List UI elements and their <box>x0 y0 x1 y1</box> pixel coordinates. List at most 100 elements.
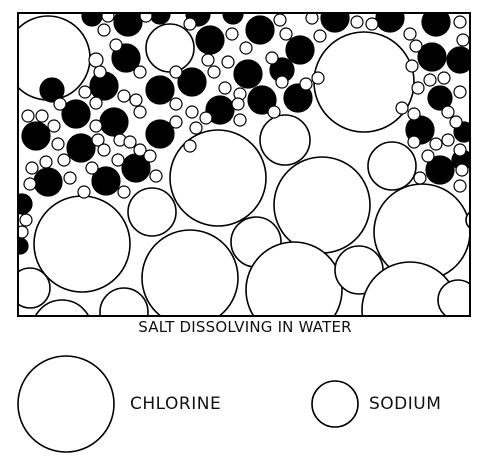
water-molecule <box>123 135 137 149</box>
water-molecule <box>429 137 443 151</box>
chlorine-ion <box>169 129 267 227</box>
water-molecule <box>231 97 245 111</box>
water-molecule <box>57 153 71 167</box>
water-molecule <box>441 105 455 119</box>
water-molecule <box>169 115 183 129</box>
water-molecule <box>218 81 232 95</box>
water-molecule <box>149 169 163 183</box>
water-molecule <box>405 59 419 73</box>
water-molecule <box>311 71 325 85</box>
legend-sodium-icon <box>311 380 359 428</box>
water-molecule <box>35 109 49 123</box>
sodium-ion-dark <box>425 155 455 185</box>
chlorine-ion <box>127 187 177 237</box>
sodium-ion-dark <box>111 43 141 73</box>
water-molecule <box>453 85 467 99</box>
water-molecule <box>437 71 451 85</box>
water-molecule <box>409 39 423 53</box>
water-molecule <box>97 23 111 37</box>
sodium-ion-dark <box>61 99 91 129</box>
water-molecule <box>279 27 293 41</box>
diagram-caption: SALT DISSOLVING IN WATER <box>138 318 352 336</box>
water-molecule <box>39 155 53 169</box>
water-molecule <box>456 33 470 47</box>
water-molecule <box>78 85 92 99</box>
water-molecule <box>199 111 213 125</box>
water-molecule <box>449 115 463 129</box>
water-molecule <box>441 133 455 147</box>
sodium-ion-dark <box>283 83 313 113</box>
sodium-ion-dark <box>91 166 121 196</box>
sodium-ion-dark <box>145 119 175 149</box>
water-molecule <box>89 119 103 133</box>
water-molecule <box>185 105 199 119</box>
water-molecule <box>133 105 147 119</box>
legend-chlorine-icon <box>17 355 115 453</box>
sodium-ion-dark <box>81 13 103 27</box>
sodium-ion-dark <box>99 107 129 137</box>
chlorine-ion <box>33 195 131 293</box>
chlorine-ion <box>273 156 371 254</box>
water-molecule <box>109 38 123 52</box>
chlorine-ion <box>245 241 343 316</box>
solution-box <box>18 13 470 316</box>
water-molecule <box>395 101 409 115</box>
sodium-ion-dark <box>113 13 143 37</box>
water-molecule <box>225 27 239 41</box>
chlorine-ion <box>259 114 311 166</box>
water-molecule <box>407 107 421 121</box>
water-molecule <box>18 225 29 239</box>
water-molecule <box>299 77 313 91</box>
sodium-ion-dark <box>18 237 29 255</box>
sodium-ion-dark <box>446 46 470 74</box>
chlorine-ion <box>34 299 90 316</box>
sodium-ion-dark <box>247 85 277 115</box>
water-molecule <box>239 41 253 55</box>
sodium-ion-dark <box>21 121 51 151</box>
water-molecule <box>25 161 39 175</box>
water-molecule <box>455 163 469 177</box>
water-molecule <box>169 65 183 79</box>
water-molecule <box>413 171 427 185</box>
water-molecule <box>117 185 131 199</box>
water-molecule <box>453 143 467 157</box>
water-molecule <box>97 143 111 157</box>
sodium-ion-dark <box>39 77 65 103</box>
sodium-ion-dark <box>195 25 225 55</box>
chlorine-ion <box>18 267 51 309</box>
sodium-ion-dark <box>320 13 350 33</box>
water-molecule <box>91 133 105 147</box>
sodium-ion-dark <box>427 85 453 111</box>
legend-label-chlorine: CHLORINE <box>130 394 222 414</box>
sodium-ion-dark <box>205 95 235 125</box>
water-molecule <box>133 65 147 79</box>
water-molecule <box>275 75 289 89</box>
water-molecule <box>51 137 65 151</box>
chlorine-ion <box>145 23 195 73</box>
water-molecule <box>189 121 203 135</box>
sodium-ion-dark <box>421 13 451 37</box>
water-molecule <box>53 97 67 111</box>
water-molecule <box>183 139 197 153</box>
water-molecule <box>47 119 61 133</box>
water-molecule <box>111 153 125 167</box>
water-molecule <box>421 149 435 163</box>
sodium-ion-dark <box>417 42 447 72</box>
sodium-ion-dark <box>245 15 275 45</box>
water-molecule <box>183 17 197 31</box>
chlorine-ion <box>141 229 239 316</box>
water-molecule <box>77 185 91 199</box>
water-molecule <box>88 52 104 68</box>
water-molecule <box>407 135 421 149</box>
legend-label-sodium: SODIUM <box>369 394 442 414</box>
water-molecule <box>101 13 115 23</box>
water-molecule <box>233 113 247 127</box>
sodium-ion-dark <box>18 193 33 215</box>
water-molecule <box>23 177 37 191</box>
water-molecule <box>93 65 107 79</box>
solution-box-border <box>17 12 471 317</box>
sodium-ion-dark <box>285 35 315 65</box>
water-molecule <box>313 29 327 43</box>
water-molecule <box>117 89 131 103</box>
